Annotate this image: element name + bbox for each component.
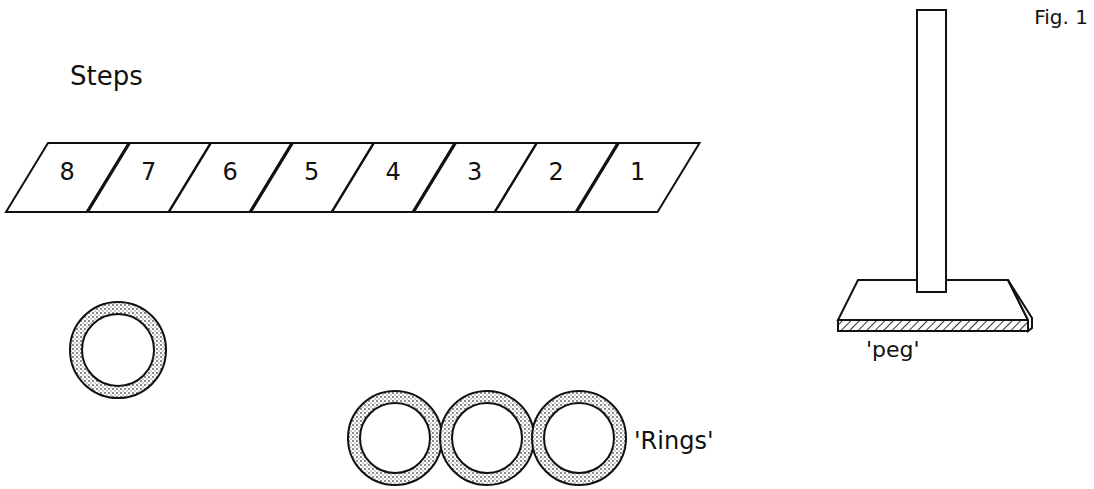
step-number: 5 [304,160,319,184]
step-number: 2 [549,160,564,184]
step-number: 3 [467,160,482,184]
peg-post [917,10,946,292]
step-box: 1 [576,142,701,213]
step-number: 8 [60,160,75,184]
step-number: 6 [223,160,238,184]
ring [440,391,534,485]
step-number: 7 [141,160,156,184]
step-number: 1 [630,160,645,184]
part-label: 'Rings' [634,428,714,454]
ring [532,391,626,485]
title-label: Steps [70,62,143,91]
ring [348,391,442,485]
figure-number: Fig. 1 [1034,6,1088,28]
part-label: 'peg' [866,338,920,362]
step-number: 4 [386,160,401,184]
ring [70,302,166,398]
